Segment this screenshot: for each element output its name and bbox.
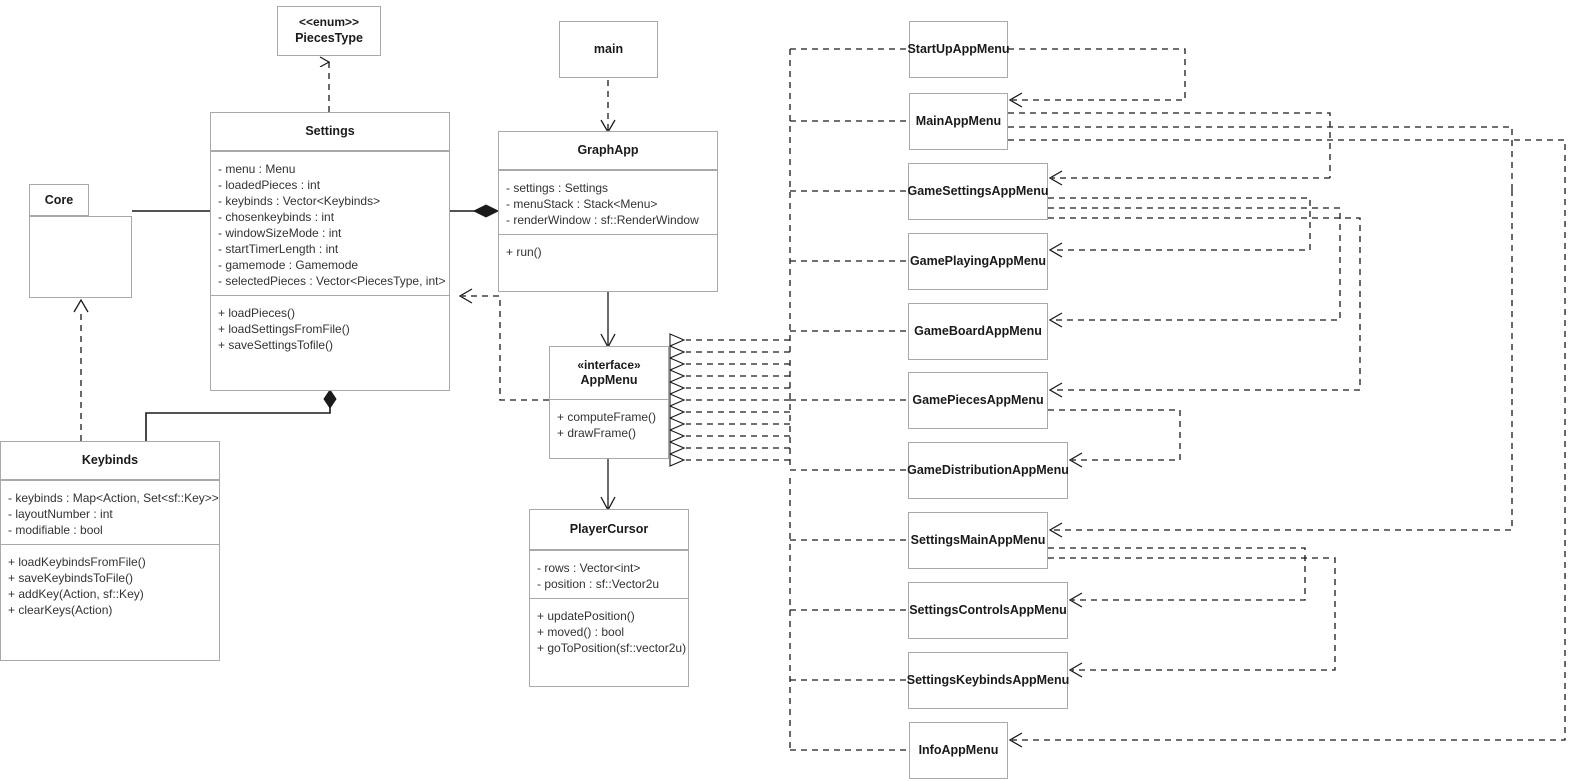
- piecestype-title: <<enum>> PiecesType: [278, 7, 380, 55]
- playercursor-operations: + updatePosition() + moved() : bool + go…: [530, 598, 688, 662]
- keybinds-operations: + loadKeybindsFromFile() + saveKeybindsT…: [1, 544, 219, 624]
- settings-op: + loadPieces(): [218, 306, 296, 320]
- keybinds-op: + clearKeys(Action): [8, 603, 113, 617]
- core-body: [29, 216, 132, 298]
- appmenu-name: AppMenu: [580, 373, 638, 387]
- settings-attr: - loadedPieces : int: [218, 178, 321, 192]
- playercursor-op: + goToPosition(sf::vector2u): [537, 641, 687, 655]
- settings-attr: - menu : Menu: [218, 162, 296, 176]
- keybinds-title: Keybinds: [1, 442, 219, 480]
- menu-box-title: GameSettingsAppMenu: [907, 183, 1049, 198]
- main-title: main: [593, 41, 624, 56]
- menu-box-title: GameBoardAppMenu: [914, 323, 1042, 338]
- playercursor-attributes: - rows : Vector<int> - position : sf::Ve…: [530, 550, 688, 598]
- settings-attr: - chosenkeybinds : int: [218, 210, 335, 224]
- class-box-gameboardappmenu[interactable]: GameBoardAppMenu: [908, 303, 1048, 360]
- graphapp-attr: - renderWindow : sf::RenderWindow: [506, 213, 699, 227]
- keybinds-op: + addKey(Action, sf::Key): [8, 587, 144, 601]
- settings-attributes: - menu : Menu - loadedPieces : int - key…: [211, 151, 449, 295]
- playercursor-attr: - rows : Vector<int>: [537, 561, 641, 575]
- settings-attr: - gamemode : Gamemode: [218, 258, 359, 272]
- class-box-startupappmenu[interactable]: StartUpAppMenu: [907, 21, 1010, 78]
- playercursor-attr: - position : sf::Vector2u: [537, 577, 660, 591]
- edge-appmenu-to-playercursor: [600, 459, 616, 512]
- settings-title: Settings: [211, 113, 449, 151]
- class-box-keybinds[interactable]: Keybinds - keybinds : Map<Action, Set<sf…: [0, 441, 220, 661]
- menu-box-title: SettingsKeybindsAppMenu: [906, 672, 1070, 687]
- class-box-main[interactable]: main: [559, 21, 658, 78]
- keybinds-attributes: - keybinds : Map<Action, Set<sf::Key>> -…: [1, 480, 219, 544]
- graphapp-attr: - menuStack : Stack<Menu>: [506, 197, 658, 211]
- edge-main-to-graphapp: [600, 80, 616, 134]
- core-title: Core: [29, 184, 89, 216]
- edge-keybinds-to-settings: [145, 389, 337, 441]
- class-box-infoappmenu[interactable]: InfoAppMenu: [909, 722, 1008, 779]
- menu-box-title: GamePlayingAppMenu: [909, 253, 1047, 268]
- settings-attr: - windowSizeMode : int: [218, 226, 342, 240]
- menu-box-title: MainAppMenu: [915, 113, 1002, 128]
- class-box-settingsmainappmenu[interactable]: SettingsMainAppMenu: [908, 512, 1048, 569]
- appmenu-op: + computeFrame(): [557, 410, 657, 424]
- graphapp-attr: - settings : Settings: [506, 181, 609, 195]
- class-box-graphapp[interactable]: GraphApp - settings : Settings - menuSta…: [498, 131, 718, 292]
- edge-appmenu-to-settings: [458, 288, 549, 401]
- keybinds-attr: - keybinds : Map<Action, Set<sf::Key>>: [8, 491, 219, 505]
- realization-triangles: [669, 333, 686, 467]
- class-box-mainappmenu[interactable]: MainAppMenu: [909, 93, 1008, 150]
- appmenu-title: «interface» AppMenu: [550, 347, 668, 400]
- menu-box-title: GamePiecesAppMenu: [912, 392, 1044, 407]
- class-box-gamesettingsappmenu[interactable]: GameSettingsAppMenu: [907, 163, 1049, 220]
- class-box-settingskeybindsappmenu[interactable]: SettingsKeybindsAppMenu: [906, 652, 1070, 709]
- playercursor-op: + updatePosition(): [537, 609, 635, 623]
- class-box-gameplayingappmenu[interactable]: GamePlayingAppMenu: [908, 233, 1048, 290]
- keybinds-op: + loadKeybindsFromFile(): [8, 555, 146, 569]
- class-box-gamedistributionappmenu[interactable]: GameDistributionAppMenu: [907, 442, 1069, 499]
- settings-attr: - selectedPieces : Vector<PiecesType, in…: [218, 274, 446, 288]
- edge-settings-to-graphapp: [450, 204, 500, 218]
- menu-box-title: SettingsControlsAppMenu: [909, 602, 1067, 617]
- class-box-playercursor[interactable]: PlayerCursor - rows : Vector<int> - posi…: [529, 509, 689, 687]
- settings-op: + loadSettingsFromFile(): [218, 322, 350, 336]
- class-box-settingscontrolsappmenu[interactable]: SettingsControlsAppMenu: [908, 582, 1068, 639]
- keybinds-attr: - layoutNumber : int: [8, 507, 113, 521]
- edge-menu-navigation: [1008, 48, 1566, 741]
- piecestype-name: PiecesType: [295, 31, 363, 45]
- edge-realizations-to-appmenu: [686, 48, 909, 751]
- menu-box-title: GameDistributionAppMenu: [907, 462, 1069, 477]
- class-box-gamepiecesappmenu[interactable]: GamePiecesAppMenu: [908, 372, 1048, 429]
- playercursor-op: + moved() : bool: [537, 625, 625, 639]
- settings-operations: + loadPieces() + loadSettingsFromFile() …: [211, 295, 449, 359]
- class-box-piecestype[interactable]: <<enum>> PiecesType: [277, 6, 381, 56]
- settings-op: + saveSettingsTofile(): [218, 338, 334, 352]
- settings-attr: - startTimerLength : int: [218, 242, 339, 256]
- menu-box-title: StartUpAppMenu: [907, 41, 1010, 56]
- playercursor-title: PlayerCursor: [530, 510, 688, 550]
- appmenu-op: + drawFrame(): [557, 426, 637, 440]
- class-box-settings[interactable]: Settings - menu : Menu - loadedPieces : …: [210, 112, 450, 391]
- appmenu-stereotype: «interface»: [577, 358, 641, 372]
- graphapp-attributes: - settings : Settings - menuStack : Stac…: [499, 170, 717, 234]
- menu-box-title: SettingsMainAppMenu: [910, 532, 1046, 547]
- menu-box-title: InfoAppMenu: [918, 742, 999, 757]
- edge-graphapp-to-appmenu: [600, 292, 616, 349]
- graphapp-title: GraphApp: [499, 132, 717, 170]
- edge-keybinds-to-core: [73, 298, 89, 441]
- graphapp-operations: + run(): [499, 234, 717, 266]
- keybinds-attr: - modifiable : bool: [8, 523, 103, 537]
- settings-attr: - keybinds : Vector<Keybinds>: [218, 194, 381, 208]
- appmenu-operations: + computeFrame() + drawFrame(): [550, 400, 668, 447]
- class-box-appmenu[interactable]: «interface» AppMenu + computeFrame() + d…: [549, 346, 669, 459]
- graphapp-op: + run(): [506, 245, 542, 259]
- keybinds-op: + saveKeybindsToFile(): [8, 571, 134, 585]
- piecestype-stereotype: <<enum>>: [298, 15, 360, 30]
- class-box-core[interactable]: Core: [29, 184, 132, 298]
